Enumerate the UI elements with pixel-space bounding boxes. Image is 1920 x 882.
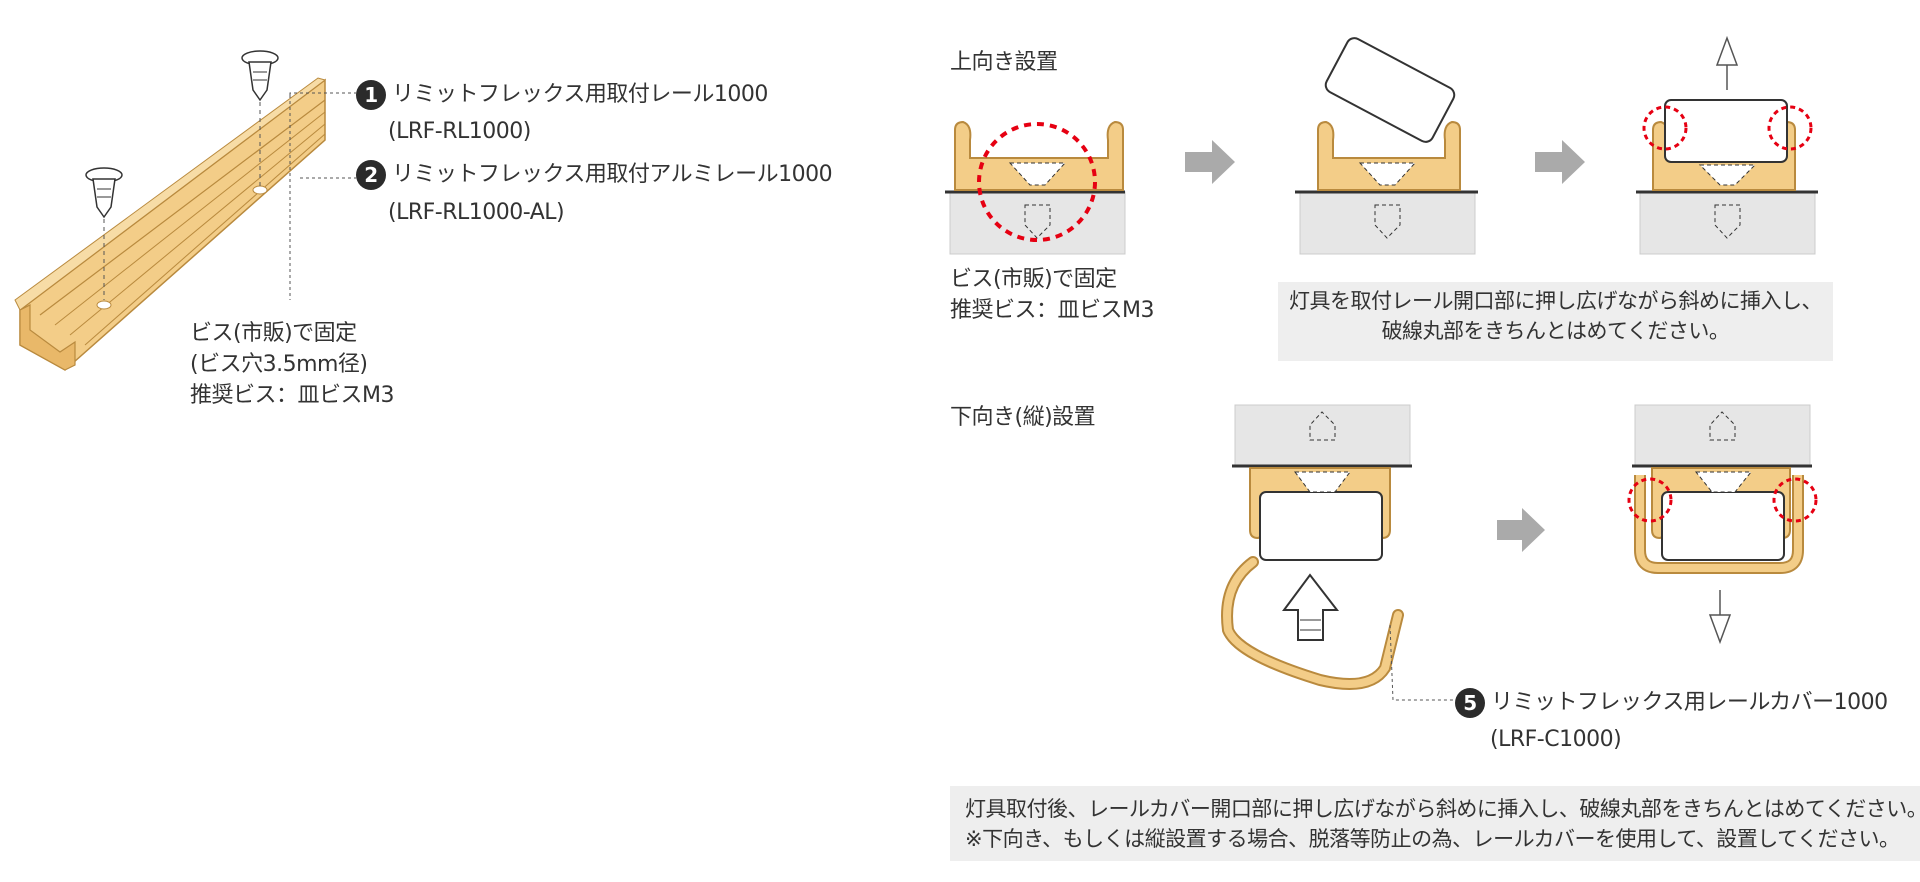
arrow-right-icon — [1497, 508, 1545, 552]
part-number-badge: 5 — [1455, 688, 1485, 718]
upward-instruction-line: 灯具を取付レール開口部に押し広げながら斜めに挿入し、 — [1289, 289, 1823, 313]
leader-lines — [289, 92, 356, 300]
upward-screw-note-line: ビス(市販)で固定 — [950, 267, 1117, 292]
screw-note-line: 推奨ビス：皿ビスM3 — [190, 383, 394, 408]
highlight-circle — [1767, 105, 1813, 151]
upward-instruction-box: 灯具を取付レール開口部に押し広げながら斜めに挿入し、 破線丸部をきちんとはめてく… — [1278, 282, 1833, 361]
upward-step-3 — [1636, 35, 1818, 255]
bottom-note-line: ※下向き、もしくは縦設置する場合、脱落等防止の為、レールカバーを使用して、設置し… — [965, 827, 1900, 851]
arrow-down-icon — [1708, 590, 1732, 645]
part2-code: (LRF-RL1000-AL) — [388, 200, 565, 225]
part5-name: リミットフレックス用レールカバー1000 — [1491, 690, 1888, 715]
upward-step-1 — [945, 120, 1126, 255]
part-number-badge: 1 — [356, 80, 386, 110]
arrow-up-icon — [1715, 35, 1739, 90]
arrow-right-icon — [1185, 140, 1235, 184]
part1-name: リミットフレックス用取付レール1000 — [392, 82, 768, 107]
upward-section-title: 上向き設置 — [950, 50, 1058, 75]
part5-code: (LRF-C1000) — [1490, 727, 1622, 752]
highlight-circle — [1642, 105, 1688, 151]
part2-name: リミットフレックス用取付アルミレール1000 — [392, 162, 833, 187]
fixture-icon — [1259, 491, 1383, 561]
mounting-rail — [14, 77, 327, 371]
arrow-right-icon — [1535, 140, 1585, 184]
fixture-icon — [1664, 99, 1788, 163]
part-number-badge: 2 — [356, 160, 386, 190]
fixture-icon — [1324, 37, 1456, 143]
bottom-note-box: 灯具取付後、レールカバー開口部に押し広げながら斜めに挿入し、破線丸部をきちんとは… — [950, 786, 1920, 861]
screw-icon — [85, 167, 123, 300]
upward-instruction-line: 破線丸部をきちんとはめてください。 — [1381, 319, 1730, 343]
arrow-up-icon — [1282, 573, 1340, 641]
downward-step-2 — [1627, 404, 1818, 645]
highlight-circle — [1772, 477, 1818, 523]
screw-icon — [241, 50, 279, 186]
downward-step-1 — [1221, 404, 1455, 701]
screw-note-line: (ビス穴3.5mm径) — [190, 352, 368, 377]
highlight-circle — [1627, 477, 1673, 523]
highlight-circle — [977, 122, 1097, 242]
screw-note-line: ビス(市販)で固定 — [190, 321, 357, 346]
fixture-icon — [1661, 491, 1785, 561]
upward-screw-note-line: 推奨ビス：皿ビスM3 — [950, 298, 1154, 323]
upward-step-2 — [1295, 37, 1478, 255]
downward-section-title: 下向き(縦)設置 — [950, 405, 1096, 430]
part1-code: (LRF-RL1000) — [388, 119, 531, 144]
bottom-note-line: 灯具取付後、レールカバー開口部に押し広げながら斜めに挿入し、破線丸部をきちんとは… — [965, 797, 1920, 821]
